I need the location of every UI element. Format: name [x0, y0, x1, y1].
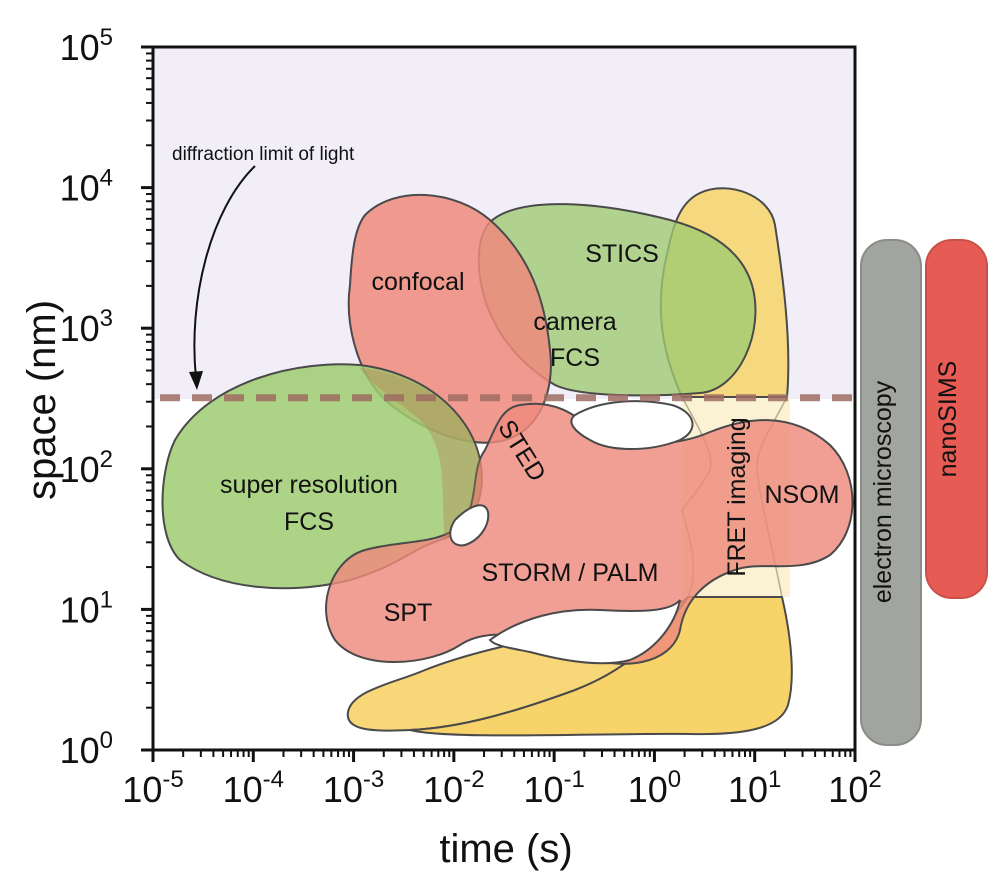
- nanosims-bar: nanoSIMS: [925, 239, 988, 599]
- plot-frame: [151, 45, 857, 752]
- label-camera-fcs-line2: FCS: [550, 344, 600, 372]
- x-tick-label: 101: [728, 766, 781, 810]
- fret-imaging-lower-right: [409, 596, 793, 737]
- x-tick-label: 10-3: [323, 766, 384, 810]
- sted-overlap-region: [360, 368, 482, 540]
- minor-ticks: [146, 52, 852, 757]
- storm-palm-region: [325, 402, 854, 665]
- y-axis-label: space (nm): [20, 300, 64, 500]
- diffraction-limit-arrow: [193, 165, 256, 379]
- electron-microscopy-label: electron microscopy: [869, 380, 897, 603]
- x-axis-label: time (s): [439, 827, 572, 871]
- label-fret-imaging: FRET imaging: [723, 417, 751, 576]
- label-spt: SPT: [384, 599, 433, 627]
- gap-lower: [488, 599, 681, 665]
- x-axis-ticks: 10-5 10-4 10-3 10-2 10-1 100 101 102: [122, 750, 882, 810]
- diffraction-limit-arrowhead: [189, 371, 203, 390]
- label-nsom: NSOM: [765, 481, 840, 509]
- gap-upper: [570, 400, 694, 450]
- label-super-resolution-fcs-line1: super resolution: [220, 471, 398, 499]
- x-tick-label: 10-2: [423, 766, 484, 810]
- y-tick-label: 103: [60, 305, 113, 349]
- label-confocal: confocal: [371, 268, 464, 296]
- y-tick-label: 105: [60, 24, 113, 68]
- x-tick-label: 10-4: [223, 766, 284, 810]
- x-tick-label: 102: [828, 766, 881, 810]
- x-tick-label: 10-1: [523, 766, 584, 810]
- y-tick-label: 104: [60, 165, 113, 209]
- diffraction-limit-label: diffraction limit of light: [172, 144, 355, 165]
- gap-left: [449, 504, 490, 547]
- y-axis-ticks: 100 101 102 103 104 105: [60, 24, 153, 771]
- nanosims-label: nanoSIMS: [934, 361, 962, 478]
- y-tick-label: 101: [60, 586, 113, 630]
- label-stics: STICS: [585, 240, 659, 268]
- y-tick-label: 102: [60, 446, 113, 490]
- x-tick-label: 10-5: [122, 766, 183, 810]
- label-super-resolution-fcs-line2: FCS: [284, 508, 334, 536]
- label-storm-palm: STORM / PALM: [482, 559, 659, 587]
- electron-microscopy-bar: electron microscopy: [860, 239, 922, 746]
- y-tick-label: 100: [60, 727, 113, 771]
- x-tick-label: 100: [628, 766, 681, 810]
- label-camera-fcs-line1: camera: [533, 308, 616, 336]
